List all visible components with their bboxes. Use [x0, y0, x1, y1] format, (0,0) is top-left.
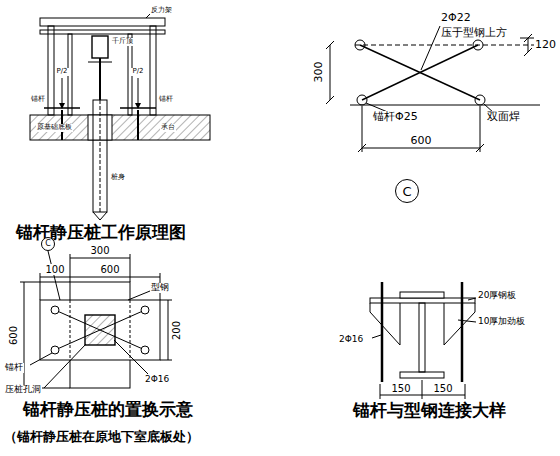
- detail-callout: C: [41, 237, 55, 251]
- dimension-label: 锚杆: [158, 96, 174, 104]
- dimension-label: 千斤顶: [111, 38, 134, 46]
- dimension-label: 2Φ16: [144, 375, 170, 385]
- dimension-label: 压桩孔洞: [4, 385, 42, 395]
- dimension-label: 2Φ22: [440, 12, 472, 24]
- dimension-label: 120: [534, 39, 557, 51]
- dimension-label: 原基础底板: [36, 124, 73, 132]
- dimension-label: 20厚钢板: [477, 291, 517, 301]
- dimension-label: 150: [390, 383, 411, 394]
- dimension-label: P/2: [55, 68, 68, 76]
- dimension-label: 双面焊: [486, 111, 521, 123]
- dimension-label: 锚杆: [4, 363, 24, 373]
- panel-title: 锚杆静压桩的置换示意: [22, 400, 194, 419]
- callout-letter: C: [402, 185, 411, 198]
- dimension-label: 150: [432, 383, 453, 394]
- dimension-label: 反力架: [150, 7, 173, 15]
- dimension-label: 锚杆Φ25: [372, 111, 419, 123]
- panel-title: 锚杆与型钢连接大样: [352, 401, 507, 420]
- dimension-label: 2Φ16: [338, 335, 364, 345]
- callout-letter: C: [45, 240, 51, 248]
- dimension-label: 压于型钢上方: [440, 27, 508, 39]
- dimension-label: 型钢: [150, 283, 170, 293]
- dimension-label: 300: [313, 61, 325, 84]
- dimension-label: 桩身: [110, 174, 126, 182]
- dimension-label: P/2: [131, 68, 144, 76]
- dimension-label: 承台: [160, 124, 176, 132]
- dimension-label: 100: [44, 264, 65, 275]
- detail-callout: C: [395, 179, 419, 203]
- dimension-label: 锚杆: [30, 96, 46, 104]
- panel-title: （锚杆静压桩在原地下室底板处）: [3, 430, 200, 444]
- dimension-label: 300: [89, 245, 110, 256]
- dimension-label: 10厚加劲板: [477, 317, 526, 327]
- dimension-label: 600: [9, 324, 20, 345]
- dimension-label: 200: [172, 319, 183, 340]
- panel-title: 锚杆静压桩工作原理图: [15, 223, 187, 242]
- dimension-label: 600: [410, 135, 433, 147]
- dimension-label: 600: [99, 264, 120, 275]
